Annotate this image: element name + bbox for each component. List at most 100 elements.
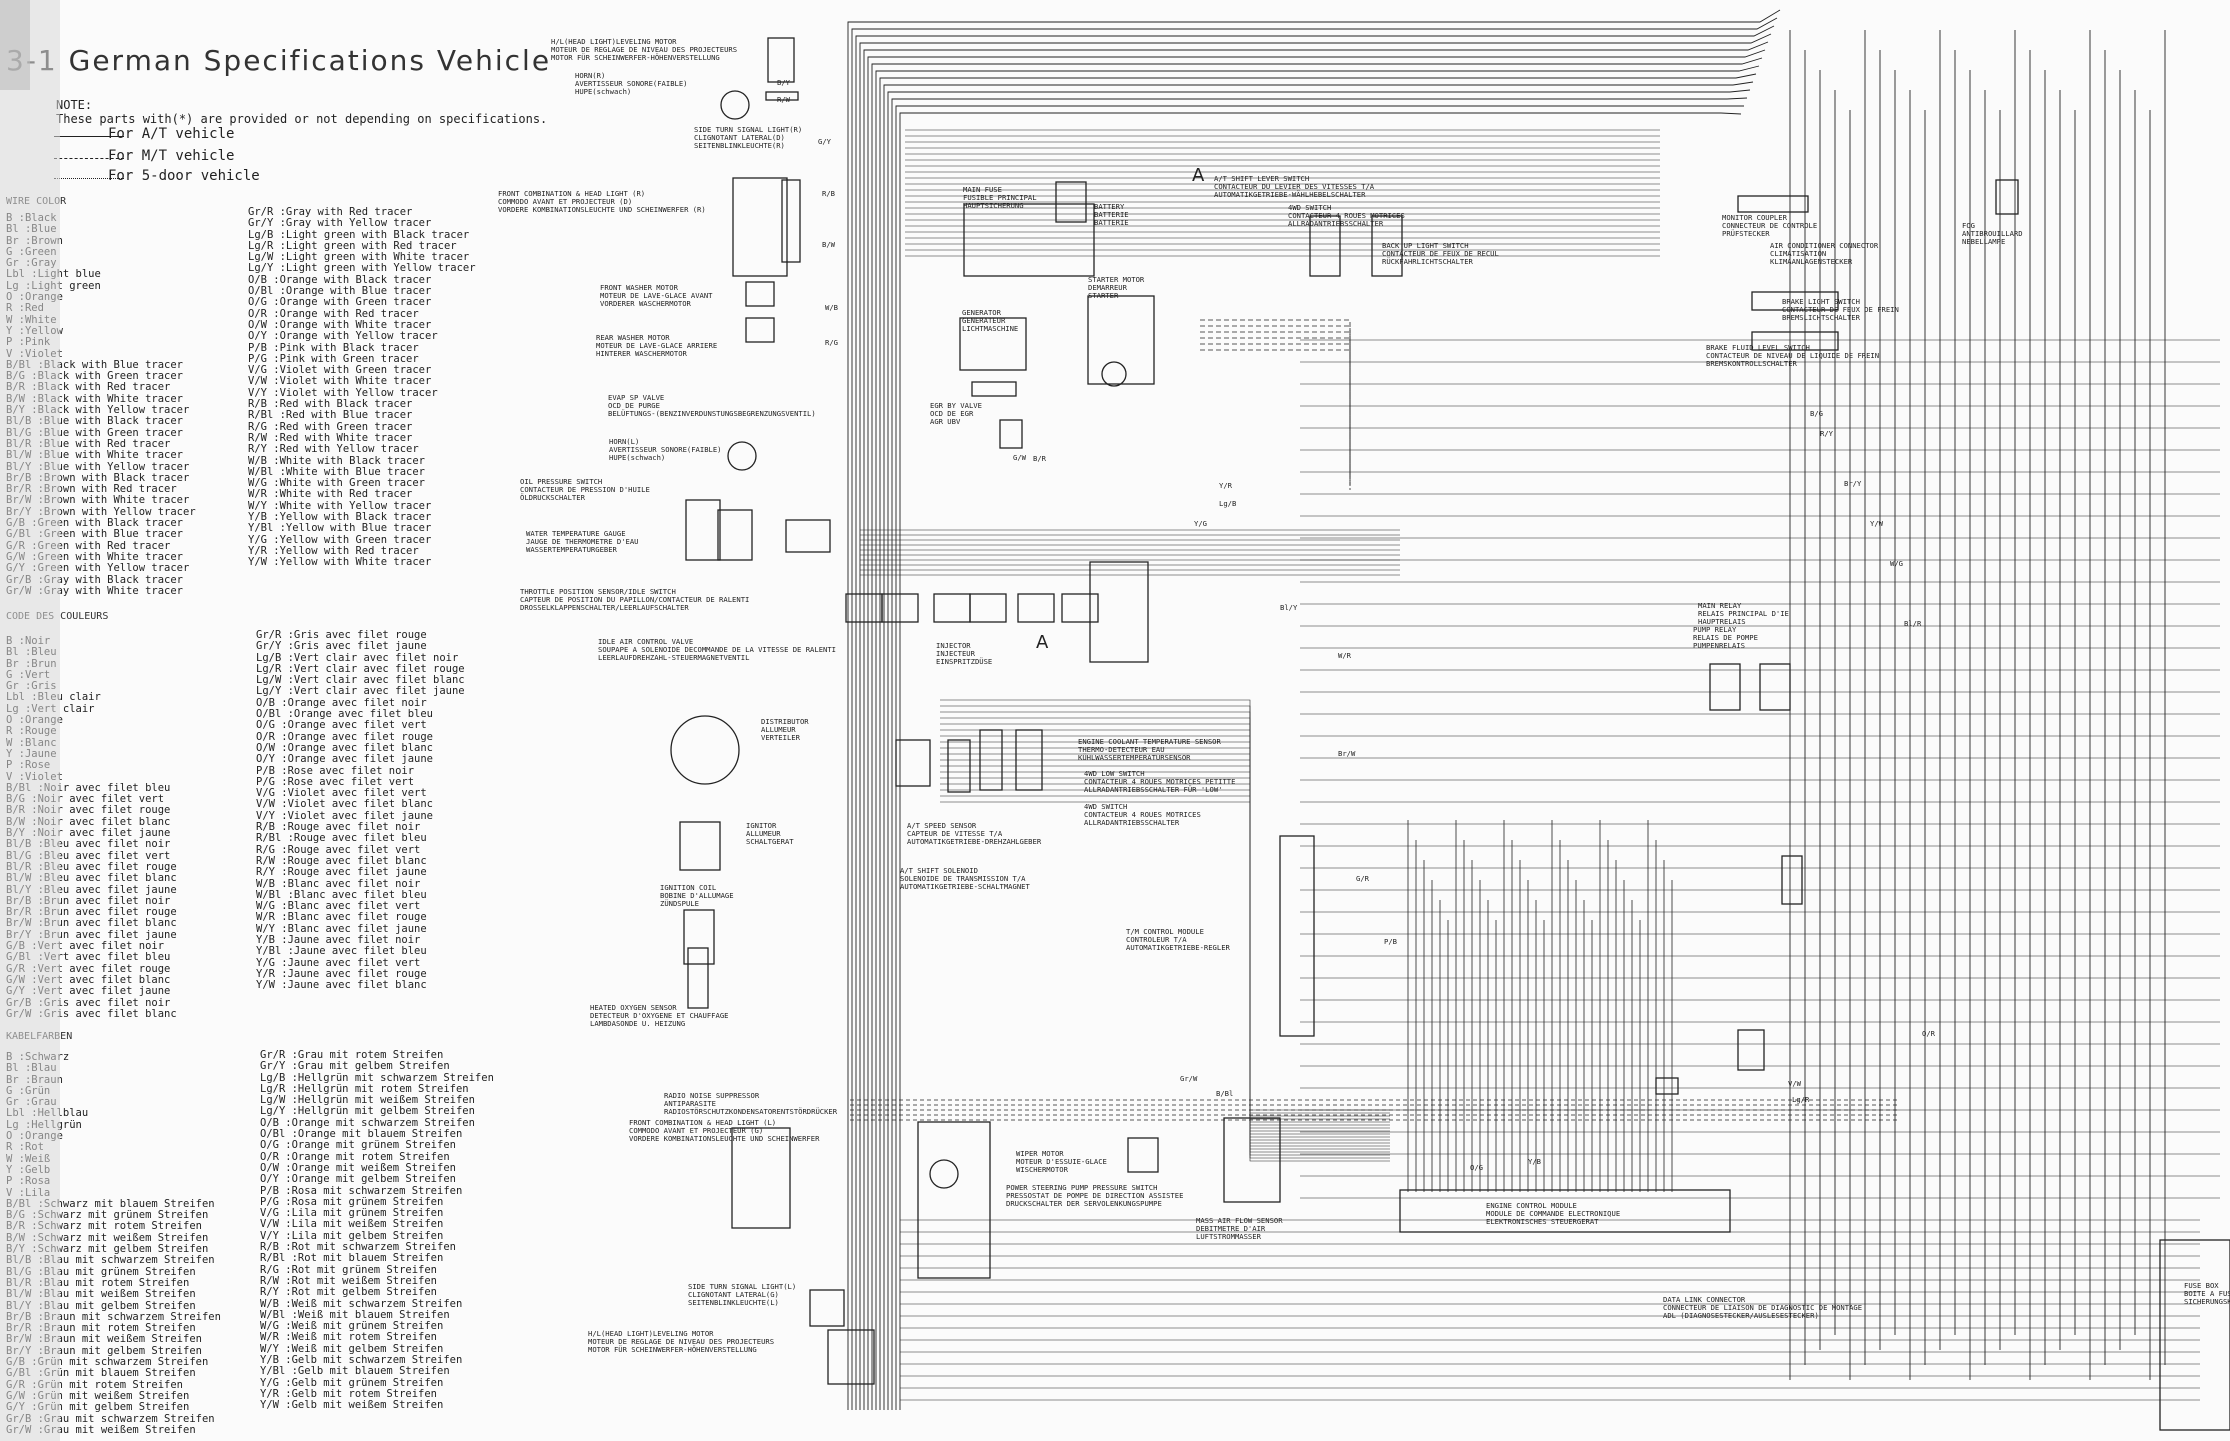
wire-color-entry: W/B :Weiß mit schwarzem Streifen bbox=[260, 1297, 463, 1310]
wire bbox=[863, 41, 1769, 1410]
wire bbox=[1200, 319, 1351, 470]
component-box bbox=[745, 317, 775, 343]
wire-color-entry: Y/R :Jaune avec filet rouge bbox=[256, 967, 427, 980]
wire-color-entry: Bl/B :Blau mit schwarzem Streifen bbox=[6, 1254, 215, 1267]
wire-color-entry: O/Bl :Orange avec filet bleu bbox=[256, 708, 434, 721]
wire-color-entry: O/G :Orange avec filet vert bbox=[256, 719, 427, 732]
label-line: 4WD LOW SWITCH bbox=[1084, 769, 1145, 778]
label-line: REAR WASHER MOTOR bbox=[596, 333, 670, 342]
label-line: CONTACTEUR DU LEVIER DES VITESSES T/A bbox=[1214, 182, 1375, 191]
label-line: FOG bbox=[1962, 221, 1975, 230]
label-line: LUFTSTROMMASSER bbox=[1196, 1232, 1261, 1241]
label-line: OIL PRESSURE SWITCH bbox=[520, 477, 603, 486]
wire-color-entry: G/W :Vert avec filet blanc bbox=[6, 973, 171, 986]
label-line: HINTERER WASCHERMOTOR bbox=[596, 349, 687, 358]
wire-color-entry: G/R :Green with Red tracer bbox=[6, 539, 171, 552]
component-box bbox=[685, 499, 721, 561]
wire-color-entry: O/W :Orange mit weißem Streifen bbox=[260, 1161, 456, 1174]
label-line: CLIMATISATION bbox=[1770, 249, 1827, 258]
label-line: MOTEUR DE LAVE-GLACE ARRIERE bbox=[596, 341, 718, 350]
label-line: VORDERER WASCHERMOTOR bbox=[600, 299, 691, 308]
wire-color-entry: R/Bl :Rouge avec filet bleu bbox=[256, 832, 427, 845]
component-box bbox=[687, 947, 709, 1009]
wire-color-entry: V/Y :Violet avec filet jaune bbox=[256, 809, 434, 822]
component-box bbox=[1655, 1077, 1679, 1095]
label-line: DETECTEUR D'OXYGENE ET CHAUFFAGE bbox=[590, 1011, 729, 1020]
label-line: AVERTISSEUR SONORE(FAIBLE) bbox=[575, 79, 688, 88]
label-line: H/L(HEAD LIGHT)LEVELING MOTOR bbox=[551, 37, 677, 46]
wire-tag: R/Y bbox=[1820, 429, 1833, 438]
component-box bbox=[767, 37, 795, 83]
wire-color-entry: V/G :Lila mit grünem Streifen bbox=[260, 1207, 444, 1220]
wire-tag: W/B bbox=[825, 303, 838, 312]
label-line: EGR BY VALVE bbox=[930, 401, 982, 410]
component-box bbox=[1055, 181, 1087, 223]
label-line: VERTEILER bbox=[761, 733, 800, 742]
label-line: SCHALTGERAT bbox=[746, 837, 794, 846]
component-box bbox=[1995, 179, 2019, 215]
wire-color-entry: O/G :Orange mit grünem Streifen bbox=[260, 1139, 456, 1152]
wire-color-entry: Bl/G :Blau mit grünem Streifen bbox=[6, 1265, 196, 1278]
label-line: KÜHLWASSERTEMPERATURSENSOR bbox=[1078, 753, 1191, 762]
wire-color-entry: G/Bl :Grün mit blauem Streifen bbox=[6, 1367, 196, 1380]
label-side-turn-bottom: SIDE TURN SIGNAL LIGHT(L)CLIGNOTANT LATE… bbox=[688, 1283, 796, 1307]
legend-at-label: For A/T vehicle bbox=[108, 126, 235, 142]
wire-color-entry: G/Y :Green with Yellow tracer bbox=[6, 562, 190, 575]
label-line: COMMODO AVANT ET PROJECTEUR (D) bbox=[498, 197, 633, 206]
component-box bbox=[717, 509, 753, 561]
component-box bbox=[1751, 291, 1839, 311]
wire-color-entry: Lg/Y :Light green with Yellow tracer bbox=[248, 262, 476, 275]
wire-color-entry: R/G :Rot mit grünem Streifen bbox=[260, 1263, 438, 1276]
label-line: HORN(R) bbox=[575, 71, 606, 80]
legend-line-mt bbox=[54, 158, 124, 159]
label-line: ÖLDRUCKSCHALTER bbox=[520, 493, 585, 502]
wire-color-entry: G/W :Green with White tracer bbox=[6, 550, 184, 563]
label-line: AUTOMATIKGETRIEBE-SCHALTMAGNET bbox=[900, 882, 1030, 891]
wire bbox=[899, 112, 1742, 1410]
label-line: BREMSKONTROLLSCHALTER bbox=[1706, 359, 1797, 368]
note: NOTE: These parts with(*) are provided o… bbox=[56, 98, 547, 126]
label-line: VORDERE KOMBINATIONSLEUCHTE UND SCHEINWE… bbox=[629, 1134, 820, 1143]
wire-color-entry: B/R :Black with Red tracer bbox=[6, 381, 171, 394]
wire-tag: Y/B bbox=[1528, 1157, 1541, 1166]
label-line: CONNECTEUR DE LIAISON DE DIAGNOSTIC DE M… bbox=[1663, 1303, 1863, 1312]
wire bbox=[867, 49, 1766, 1410]
label-line: RADIO NOISE SUPPRESSOR bbox=[664, 1091, 760, 1100]
component-box bbox=[1017, 593, 1055, 623]
label-line: BREMSLICHTSCHALTER bbox=[1782, 313, 1860, 322]
wire-color-entry: R/Bl :Red with Blue tracer bbox=[248, 409, 413, 422]
label-line: BATTERY bbox=[1094, 202, 1125, 211]
label-front-combination-r: FRONT COMBINATION & HEAD LIGHT (R)COMMOD… bbox=[498, 190, 706, 214]
label-line: HUPE(schwach) bbox=[575, 87, 632, 96]
wire-color-entry: Y/Bl :Gelb mit blauem Streifen bbox=[260, 1365, 450, 1378]
label-line: PUMP RELAY bbox=[1693, 625, 1737, 634]
wire-color-entry: Br/B :Braun mit schwarzem Streifen bbox=[6, 1310, 221, 1323]
wire-color-entry: O/R :Orange with Red tracer bbox=[248, 307, 419, 320]
wire-color-entry: Y/R :Yellow with Red tracer bbox=[248, 544, 419, 557]
wire-color-entry: G/W :Grün mit weißem Streifen bbox=[6, 1389, 190, 1402]
wire-color-entry: Lg/B :Light green with Black tracer bbox=[248, 228, 470, 241]
wire-color-entry: Br/R :Brown with Red tracer bbox=[6, 483, 177, 496]
legend-5door-label: For 5-door vehicle bbox=[108, 168, 260, 184]
label-line: LEERLAUFDREHZAHL-STEUERMAGNETVENTIL bbox=[598, 653, 750, 662]
wire-tag: B/G bbox=[1810, 409, 1823, 418]
label-line: DISTRIBUTOR bbox=[761, 717, 809, 726]
wire-color-entry: Lg/R :Light green with Red tracer bbox=[248, 239, 457, 252]
wire-color-entry: Bl/G :Bleu avec filet vert bbox=[6, 849, 171, 862]
label-line: WIPER MOTOR bbox=[1016, 1149, 1064, 1158]
component-box bbox=[827, 1329, 875, 1385]
